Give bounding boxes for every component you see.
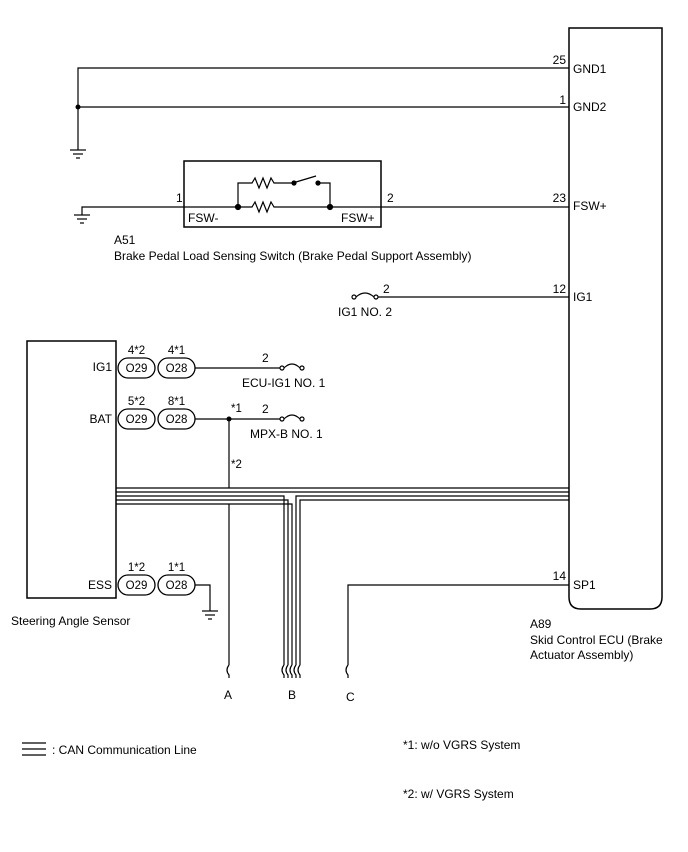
fuse-ecu-ig1-no1-pin: 2 — [262, 351, 269, 365]
connector-o29-ess — [117, 574, 156, 596]
conn-o28-pin-bat: 8*1 — [168, 396, 185, 408]
fuse-mpx-b-no1-pin: 2 — [262, 402, 269, 416]
connector-o29-bat — [117, 408, 156, 430]
switch-pin-left: 1 — [176, 191, 183, 205]
conn-o29-pin-bat: 5*2 — [128, 396, 145, 408]
ecu-pin-23: 23 — [553, 191, 567, 205]
conn-o29-label-ess: O29 — [126, 580, 148, 592]
sensor-terminal-ig1: IG1 — [93, 360, 113, 374]
conn-o29-label-ig1: O29 — [126, 363, 148, 375]
ecu-pin-14: 14 — [553, 569, 567, 583]
can-line-legend-icon — [22, 742, 46, 756]
wire-end-a: A — [224, 688, 232, 702]
sensor-name: Steering Angle Sensor — [11, 614, 130, 628]
gnd1-wire — [77, 67, 569, 150]
conn-o28-label-ess: O28 — [166, 580, 188, 592]
wire-a-break-mark — [226, 664, 230, 678]
conn-o29-pin-ig1: 4*2 — [128, 345, 145, 357]
fuse-mpx-b-no1-label: MPX-B NO. 1 — [250, 427, 323, 441]
junction-star2: *2 — [231, 459, 242, 471]
ecu-pin-1: 1 — [559, 93, 566, 107]
legend-note1: *1: w/o VGRS System — [403, 738, 520, 752]
wire-c-break-mark — [345, 664, 349, 678]
ecu-terminal-gnd1: GND1 — [573, 62, 607, 76]
conn-o28-label-ig1: O28 — [166, 363, 188, 375]
fuse-ig1-no2-pin: 2 — [383, 282, 390, 296]
steering-angle-sensor-box — [26, 340, 117, 599]
switch-code: A51 — [114, 233, 136, 247]
ecu-terminal-fsw-plus: FSW+ — [573, 199, 607, 213]
ess-ground-wire — [195, 584, 211, 611]
conn-o29-pin-ess: 1*2 — [128, 562, 145, 574]
ecu-terminal-sp1: SP1 — [573, 578, 596, 592]
wire-end-c: C — [346, 690, 355, 704]
switch-pin-right: 2 — [387, 191, 394, 205]
ecu-pin-25: 25 — [553, 53, 567, 67]
ecu-terminal-ig1: IG1 — [573, 290, 593, 304]
ground-symbol-switch-icon — [74, 214, 90, 224]
ecu-name-line1: Skid Control ECU (Brake — [530, 633, 663, 647]
switch-internal-circuit-icon — [184, 175, 381, 214]
conn-o28-label-bat: O28 — [166, 414, 188, 426]
sensor-terminal-ess: ESS — [88, 578, 112, 592]
brake-pedal-switch-box — [183, 160, 382, 228]
sp1-wire — [347, 584, 569, 665]
legend-note2: *2: w/ VGRS System — [403, 787, 514, 801]
wire-end-b: B — [288, 688, 296, 702]
connector-o29-ig1 — [117, 357, 156, 379]
fuse-ig1-no2-label: IG1 NO. 2 — [338, 305, 392, 319]
ecu-pin-12: 12 — [553, 282, 567, 296]
fuse-mpx-b-no1-icon — [279, 414, 305, 422]
ground-symbol-ess-icon — [202, 610, 218, 620]
switch-name: Brake Pedal Load Sensing Switch (Brake P… — [114, 249, 472, 263]
ground-symbol-top-icon — [70, 149, 86, 159]
fuse-ig1-no2-icon — [351, 292, 379, 300]
wire-b-break-mark — [281, 664, 301, 678]
can-bus-lines — [116, 487, 569, 665]
conn-o29-label-bat: O29 — [126, 414, 148, 426]
switch-term-left: FSW- — [188, 211, 218, 225]
gnd-junction — [75, 104, 81, 110]
fsw-minus-wire — [81, 206, 184, 215]
fuse-ecu-ig1-no1-icon — [279, 363, 305, 371]
skid-control-ecu-body — [568, 27, 663, 610]
legend-can-label: : CAN Communication Line — [52, 743, 197, 757]
junction-star1: *1 — [231, 403, 242, 415]
conn-o28-pin-ess: 1*1 — [168, 562, 185, 574]
fuse-ecu-ig1-no1-label: ECU-IG1 NO. 1 — [242, 376, 326, 390]
sensor-terminal-bat: BAT — [90, 412, 113, 426]
ecu-terminal-gnd2: GND2 — [573, 100, 607, 114]
conn-o28-pin-ig1: 4*1 — [168, 345, 185, 357]
ecu-name-line2: Actuator Assembly) — [530, 648, 633, 662]
switch-term-right: FSW+ — [341, 211, 375, 225]
ecu-code: A89 — [530, 617, 552, 631]
